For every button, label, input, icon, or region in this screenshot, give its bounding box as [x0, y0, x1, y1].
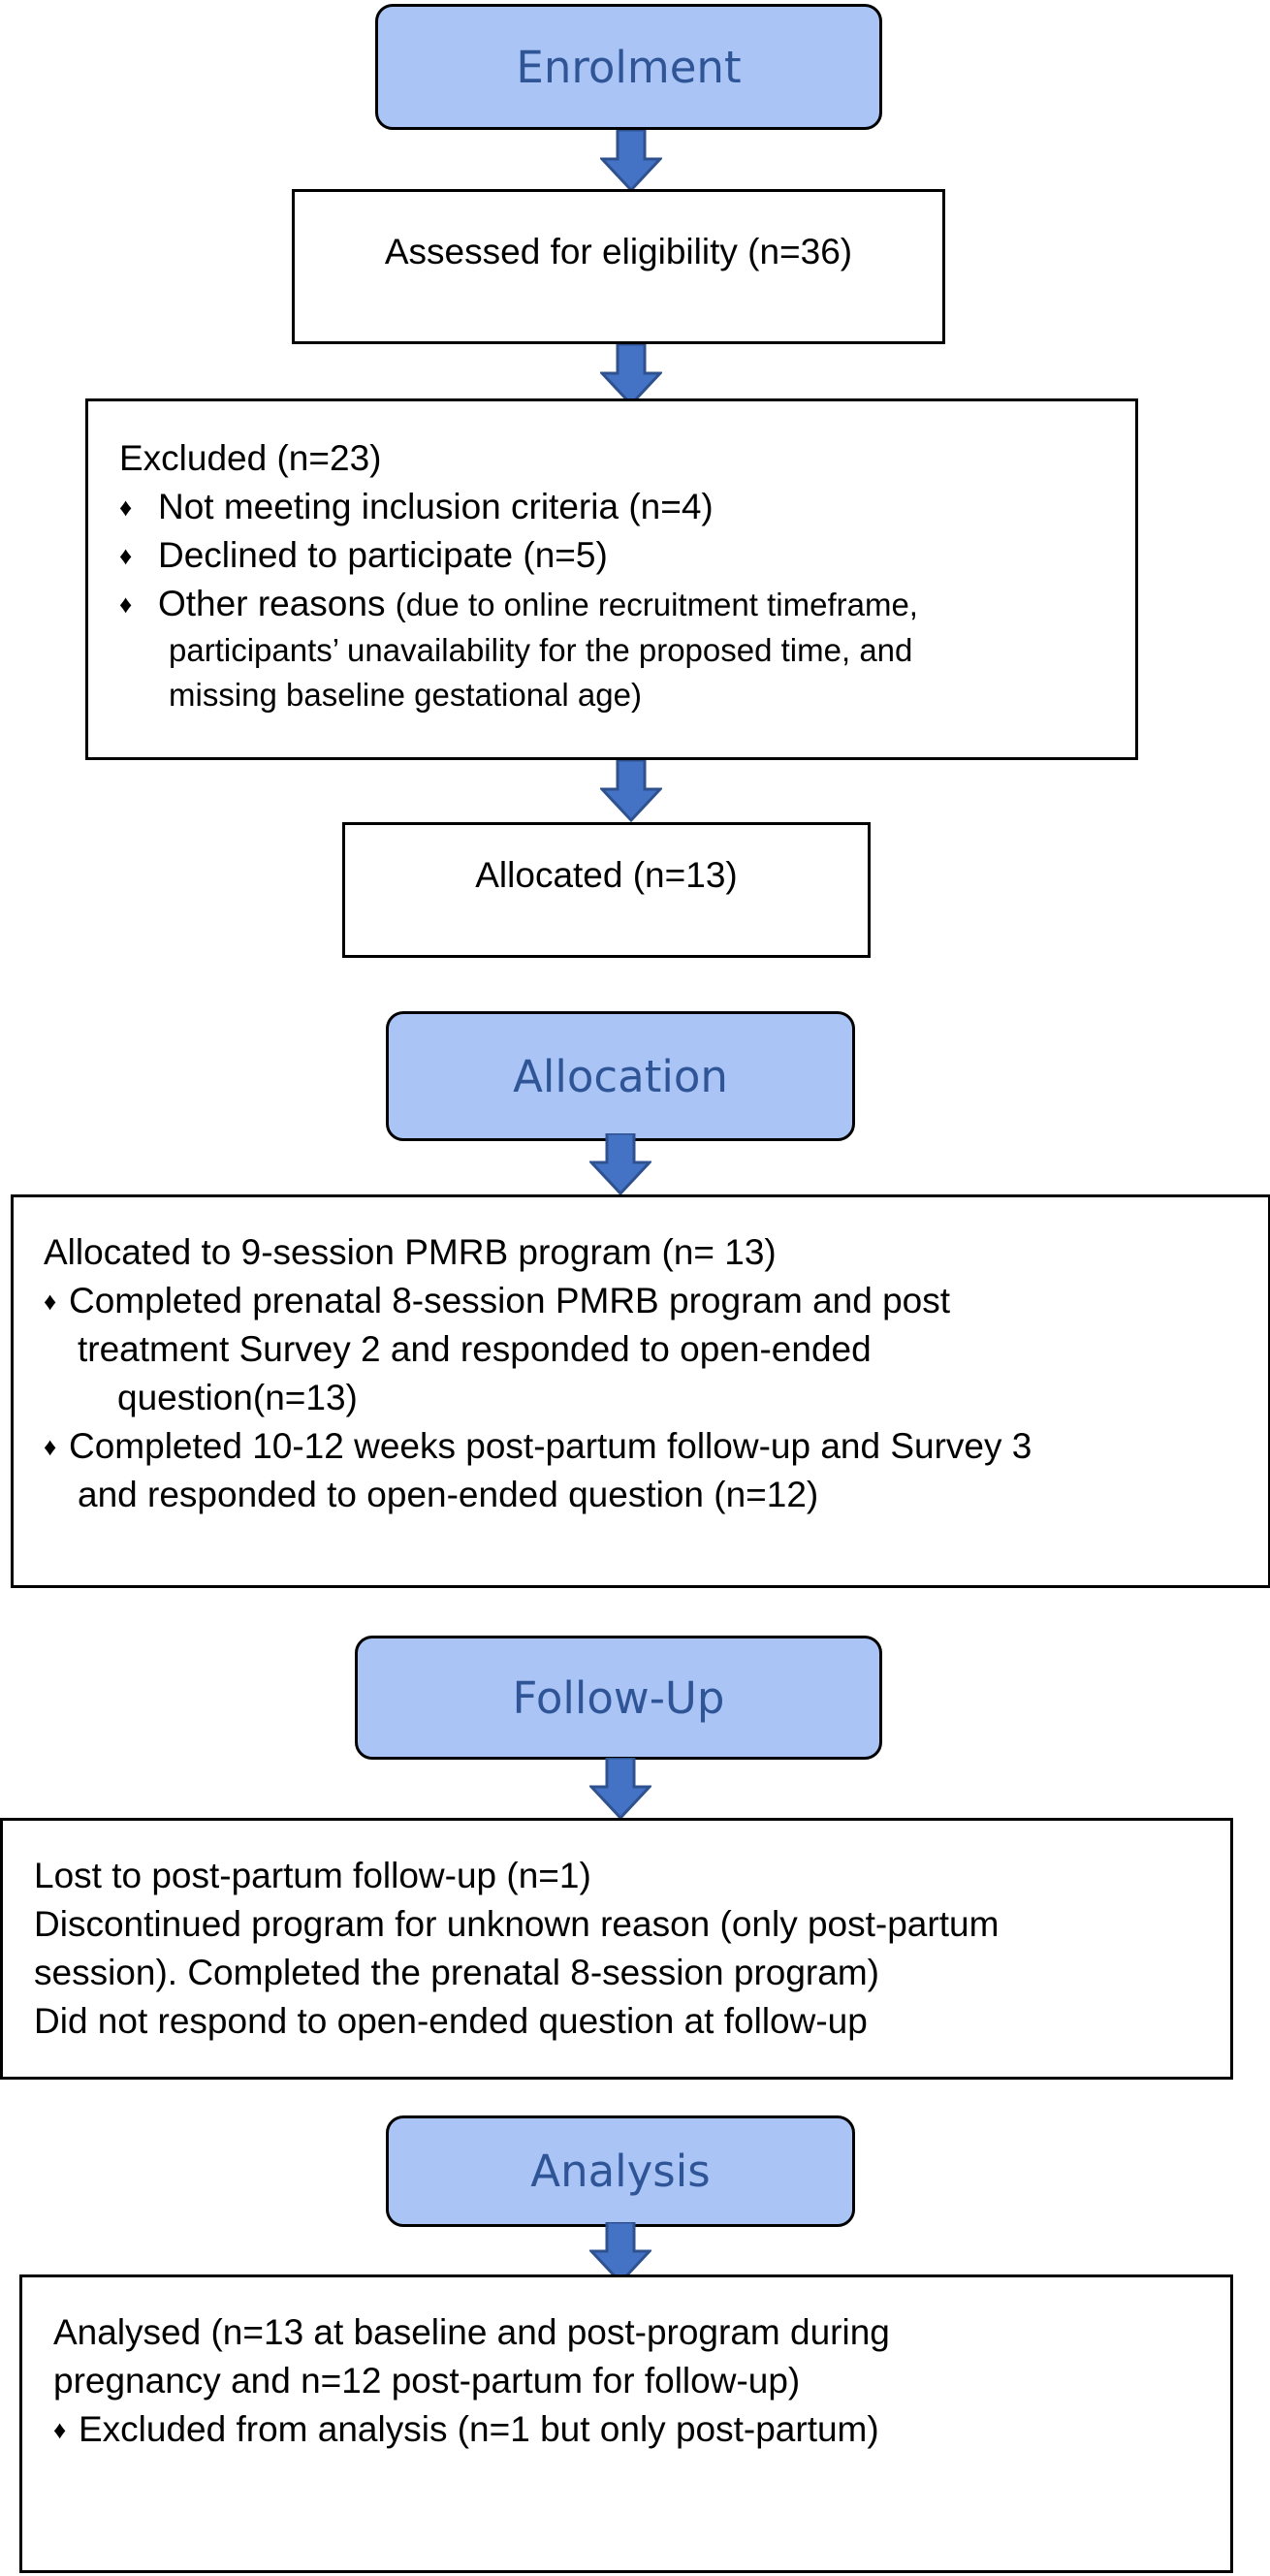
excluded-item-detail: (due to online recruitment timeframe,: [395, 587, 918, 622]
allocated-box: Allocated (n=13): [342, 822, 871, 958]
down-arrow-icon: [600, 760, 662, 822]
excluded-item-lead: Other reasons: [158, 584, 396, 623]
followup-text: session). Completed the prenatal 8-sessi…: [34, 1953, 879, 1992]
followup-text: Lost to post-partum follow-up (n=1): [34, 1856, 591, 1895]
allocation-item-text: Completed prenatal 8-session PMRB progra…: [69, 1281, 951, 1320]
phase-enrolment: Enrolment: [375, 4, 882, 130]
excluded-item-text: Not meeting inclusion criteria (n=4): [158, 487, 714, 526]
allocation-item-text: question(n=13): [117, 1378, 358, 1417]
phase-analysis-label: Analysis: [530, 2146, 711, 2197]
followup-text: Discontinued program for unknown reason …: [34, 1904, 1000, 1944]
analysis-item: ♦ Excluded from analysis (n=1 but only po…: [53, 2405, 879, 2454]
analysis-text: Analysed (n=13 at baseline and post-prog…: [53, 2312, 890, 2352]
allocation-item: ♦ Completed 10-12 weeks post-partum follo…: [44, 1422, 1032, 1471]
down-arrow-icon: [600, 344, 662, 406]
allocated-text: Allocated (n=13): [475, 855, 738, 895]
phase-allocation-label: Allocation: [513, 1050, 728, 1102]
phase-allocation: Allocation: [386, 1011, 855, 1141]
phase-follow-up: Follow-Up: [355, 1636, 882, 1760]
followup-text: Did not respond to open-ended question a…: [34, 2001, 868, 2041]
down-arrow-icon: [589, 2222, 651, 2284]
bullet-diamond-icon: ♦: [119, 493, 133, 522]
down-arrow-icon: [600, 130, 662, 192]
analysis-item-text: Excluded from analysis (n=1 but only pos…: [79, 2409, 879, 2449]
allocation-title: Allocated to 9-session PMRB program (n= …: [44, 1232, 777, 1272]
excluded-item-text: Declined to participate (n=5): [158, 535, 608, 575]
allocation-item-text: treatment Survey 2 and responded to open…: [78, 1329, 872, 1369]
allocation-item-text: and responded to open-ended question (n=…: [78, 1475, 819, 1514]
phase-follow-up-label: Follow-Up: [512, 1671, 725, 1724]
down-arrow-icon: [589, 1133, 651, 1195]
bullet-diamond-icon: ♦: [44, 1287, 57, 1316]
down-arrow-icon: [589, 1758, 651, 1820]
excluded-item-detail: participants’ unavailability for the pro…: [169, 632, 913, 668]
excluded-item: ♦ Declined to participate (n=5): [119, 531, 608, 580]
allocation-box: Allocated to 9-session PMRB program (n= …: [11, 1194, 1270, 1588]
bullet-diamond-icon: ♦: [119, 541, 133, 570]
assessed-text: Assessed for eligibility (n=36): [384, 232, 853, 271]
excluded-title: Excluded (n=23): [119, 438, 382, 478]
bullet-diamond-icon: ♦: [44, 1432, 57, 1461]
excluded-item-detail: missing baseline gestational age): [169, 677, 642, 713]
assessed-box: Assessed for eligibility (n=36): [292, 189, 945, 344]
excluded-box: Excluded (n=23) ♦ Not meeting inclusion c…: [85, 398, 1138, 760]
bullet-diamond-icon: ♦: [119, 589, 133, 619]
analysis-text: pregnancy and n=12 post-partum for follo…: [53, 2361, 801, 2401]
allocation-item: ♦ Completed prenatal 8-session PMRB progr…: [44, 1277, 950, 1325]
followup-box: Lost to post-partum follow-up (n=1) Disc…: [0, 1818, 1233, 2080]
allocation-item-text: Completed 10-12 weeks post-partum follow…: [69, 1426, 1032, 1466]
excluded-item: ♦ Not meeting inclusion criteria (n=4): [119, 483, 714, 531]
phase-enrolment-label: Enrolment: [516, 41, 742, 93]
bullet-diamond-icon: ♦: [53, 2415, 67, 2444]
analysis-box: Analysed (n=13 at baseline and post-prog…: [19, 2274, 1233, 2573]
phase-analysis: Analysis: [386, 2115, 855, 2227]
excluded-item: ♦ Other reasons (due to online recruitmen…: [119, 580, 918, 629]
